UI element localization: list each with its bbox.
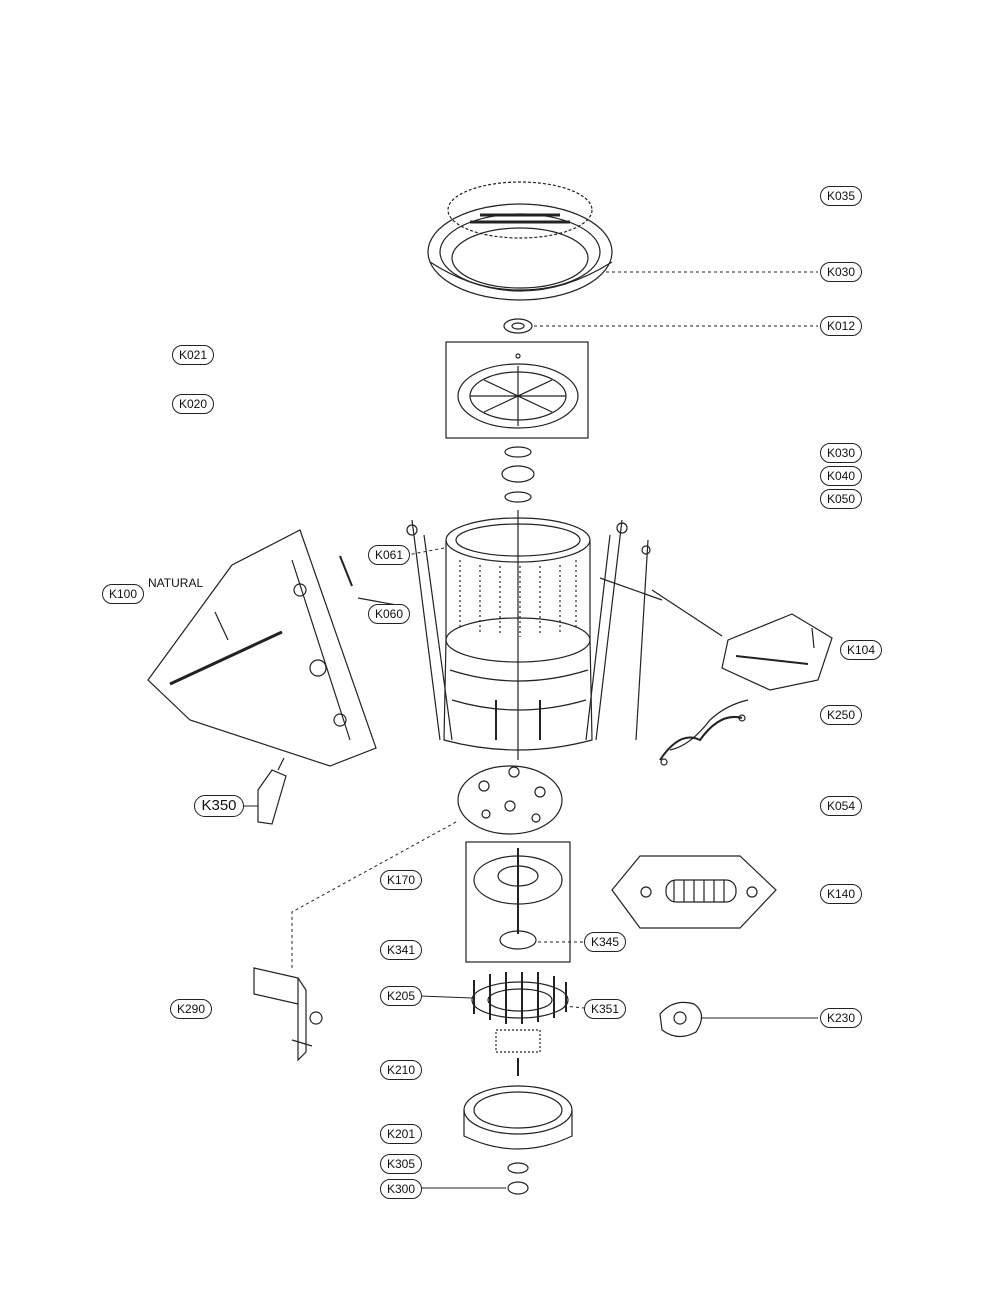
suspension-rods-part — [339, 519, 723, 741]
label-k030: K030 — [820, 443, 863, 463]
label-k350: K350 — [194, 795, 244, 817]
stator-part — [471, 972, 569, 1053]
leader-lines — [291, 271, 818, 1009]
label-k290: K290 — [170, 999, 213, 1019]
label-k305: K305 — [380, 1154, 423, 1174]
sensor-part — [659, 1001, 703, 1038]
label-k012: K012 — [820, 316, 863, 336]
tub-assembly-part — [443, 510, 593, 760]
natural-kit-part — [147, 529, 377, 767]
washer-stack-part — [501, 446, 535, 503]
disc-plate-part — [457, 765, 563, 835]
bracket-part — [253, 967, 323, 1062]
valve-part — [257, 757, 287, 825]
label-k035: K035 — [820, 186, 863, 206]
label-k030-top: K030 — [820, 262, 863, 282]
label-k021: K021 — [172, 345, 215, 365]
label-k100: K100 — [102, 584, 145, 604]
label-k341: K341 — [380, 940, 423, 960]
label-k040: K040 — [820, 466, 863, 486]
label-k345: K345 — [584, 932, 627, 952]
label-natural: NATURAL — [148, 576, 204, 590]
label-k104: K104 — [840, 640, 883, 660]
clutch-assembly-part — [465, 841, 571, 963]
label-k061: K061 — [368, 545, 411, 565]
label-k351: K351 — [584, 999, 627, 1019]
label-k300: K300 — [380, 1179, 423, 1199]
label-k170: K170 — [380, 870, 423, 890]
label-k210: K210 — [380, 1060, 423, 1080]
pulsator-part — [445, 341, 589, 439]
wire-harness-part — [659, 699, 749, 766]
solid-leaders — [236, 805, 818, 1189]
label-k054: K054 — [820, 796, 863, 816]
label-k250: K250 — [820, 705, 863, 725]
rotor-bolt-part — [507, 1162, 529, 1195]
label-k230: K230 — [820, 1008, 863, 1028]
label-k060: K060 — [368, 604, 411, 624]
rod-kit-part — [721, 613, 833, 691]
rotor-part — [463, 1058, 573, 1150]
nut-part — [503, 318, 533, 334]
label-k201: K201 — [380, 1124, 423, 1144]
label-k140: K140 — [820, 884, 863, 904]
label-k020: K020 — [172, 394, 215, 414]
drain-hose-part — [611, 855, 777, 929]
label-k050: K050 — [820, 489, 863, 509]
label-k205: K205 — [380, 986, 423, 1006]
tub-cover-part — [427, 181, 613, 301]
